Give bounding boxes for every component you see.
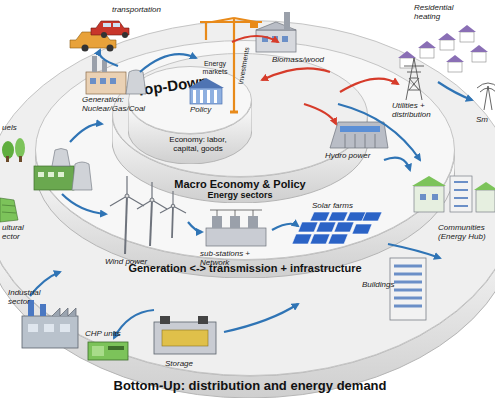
component-label: Sm [476, 116, 495, 125]
house-icon [472, 52, 486, 62]
ring-label: Bottom-Up: distribution and energy deman… [80, 379, 420, 393]
antenna-icon [477, 83, 495, 110]
component-label: Biomass/wood [272, 56, 342, 65]
ring-label: Economy: labor, capital, goods [158, 136, 238, 154]
component-label: Generation: Nuclear/Gas/Coal [82, 96, 157, 114]
component-label: uels [2, 124, 32, 133]
component-label: Industrial sector [8, 289, 53, 307]
house-icon [446, 55, 464, 62]
house-icon [470, 45, 488, 52]
car-icon [122, 32, 128, 38]
car-icon [70, 32, 116, 48]
component-label: Energy markets [198, 60, 232, 75]
car-icon [103, 23, 111, 27]
component-label: Storage [165, 360, 215, 369]
component-label: Residential heating [414, 4, 464, 22]
ring-surface [36, 41, 455, 260]
component-label: transportation [112, 6, 182, 15]
component-label: Utilities + distribution [392, 102, 442, 120]
house-icon [420, 48, 434, 58]
ring-label: Energy sectors [160, 191, 320, 201]
house-icon [460, 32, 474, 42]
house-icon [440, 40, 454, 50]
component-label: CHP units [85, 330, 135, 339]
component-label: Hydro power [325, 152, 385, 161]
ring-band: Bottom-Up: distribution and energy deman… [0, 20, 495, 398]
ring-label: Macro Economy & Policy [160, 178, 320, 190]
car-icon [91, 21, 129, 35]
house-icon [448, 62, 462, 72]
component-label: Policy [190, 106, 230, 115]
component-label: ultural ector [2, 224, 32, 242]
house-icon [418, 41, 436, 48]
component-label: Communities (Energy Hub) [438, 224, 495, 242]
component-label: Solar farms [312, 202, 372, 211]
component-label: sub-stations + Network [200, 250, 270, 268]
car-icon [113, 23, 120, 27]
house-icon [458, 25, 476, 32]
car-icon [101, 32, 107, 38]
component-label: Wind power [105, 258, 165, 267]
component-label: Buildings [362, 281, 412, 290]
house-icon [438, 33, 456, 40]
ring-surface [0, 21, 495, 376]
ring-band: Top-DownEconomy: labor, capital, goods [128, 66, 252, 164]
car-icon [82, 45, 89, 52]
antenna-icon [477, 83, 495, 110]
